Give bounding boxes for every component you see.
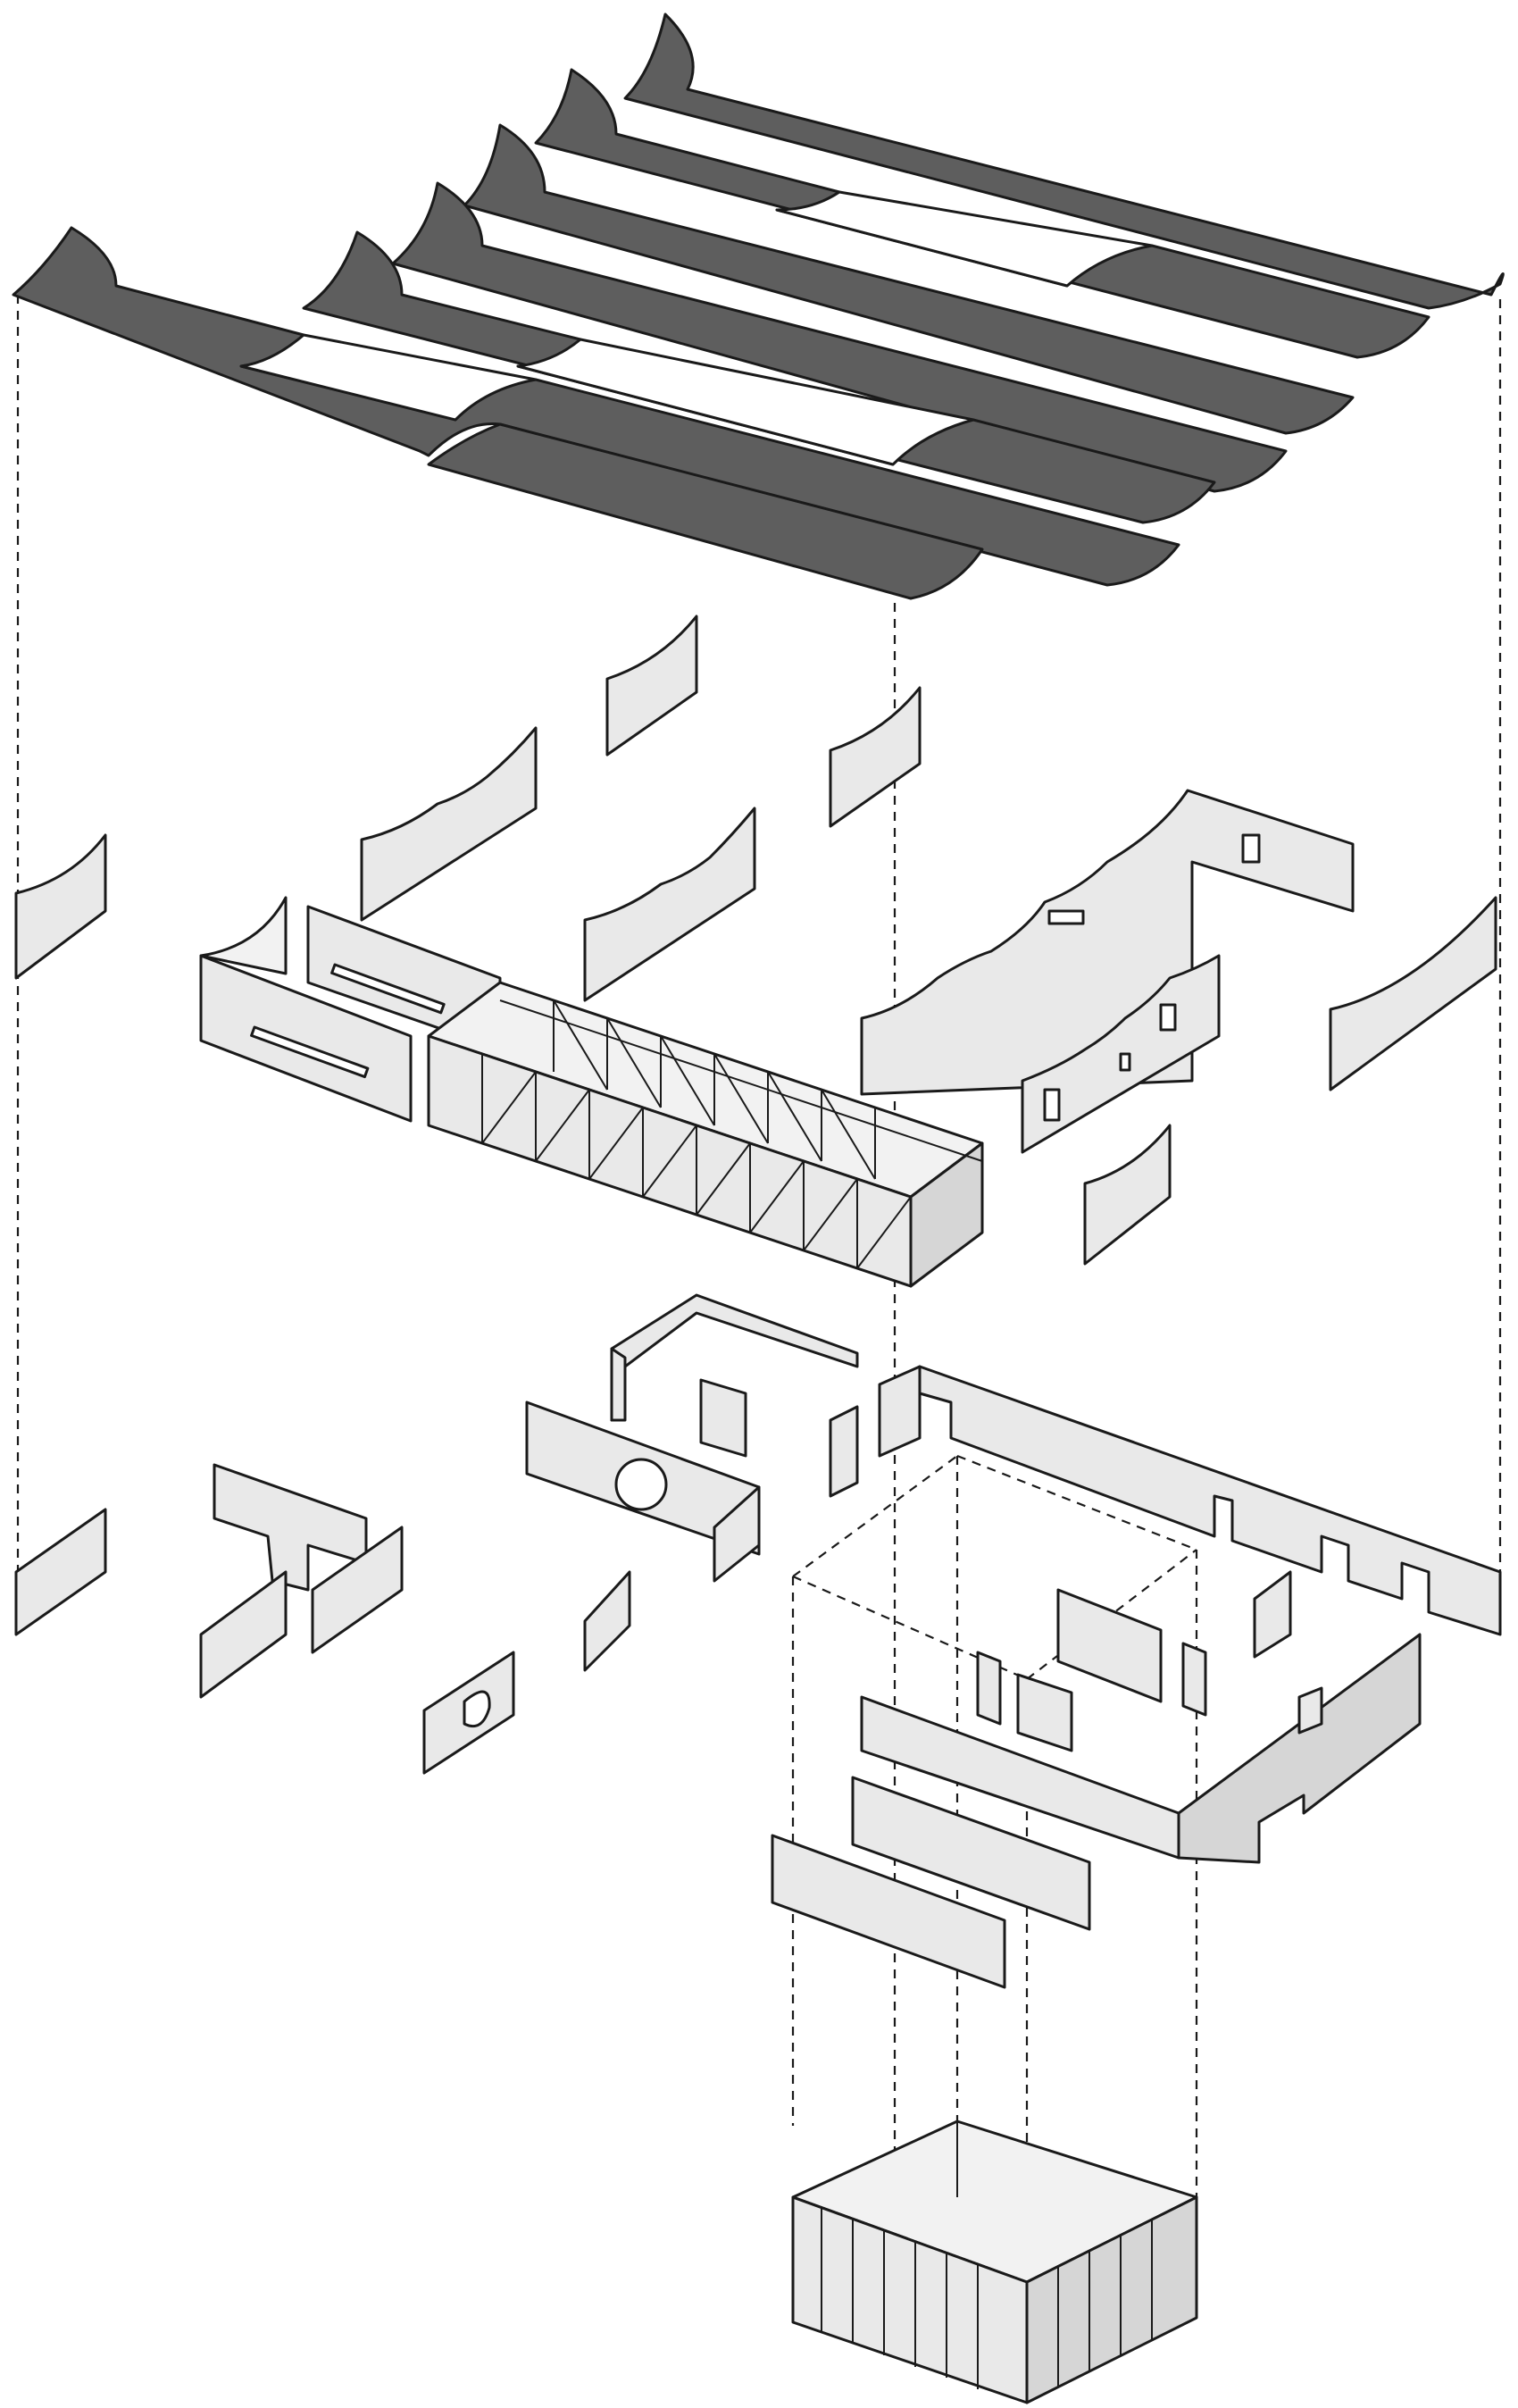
wall-vault-right xyxy=(1329,896,1497,1091)
wall-vault-small-3 xyxy=(1083,1124,1172,1266)
wall-l-shape xyxy=(213,1463,368,1592)
roof-vaults xyxy=(12,13,1505,600)
upper-walls xyxy=(14,615,1497,1266)
roof-vault-3 xyxy=(463,123,1355,435)
projection-guides xyxy=(16,295,1502,2313)
panel-small-2 xyxy=(1253,1570,1292,1659)
panel-floor-inner-1 xyxy=(1056,1588,1163,1703)
roof-vault-1 xyxy=(623,13,1505,310)
wall-double-vault-2 xyxy=(583,807,756,1002)
panel-left-low xyxy=(14,1508,107,1636)
wall-vault-left xyxy=(14,833,107,980)
roof-vault-5 xyxy=(302,230,1216,524)
roof-vault-2 xyxy=(534,68,1430,359)
panel-floor-long-1 xyxy=(851,1776,1091,1931)
wall-lower-long xyxy=(918,1365,1502,1636)
lower-walls xyxy=(14,1293,1502,1775)
wall-vault-small-2 xyxy=(829,686,922,828)
panel-small-1 xyxy=(583,1570,631,1672)
panel-floor-long-2 xyxy=(771,1834,1006,1989)
panel-square xyxy=(699,1378,747,1458)
base-box xyxy=(791,2120,1198,2404)
roof-vault-6 xyxy=(12,226,1180,587)
wall-triple-vault xyxy=(860,789,1355,1096)
truss-bridge xyxy=(199,896,984,1288)
wall-vault-small-1 xyxy=(605,615,698,757)
roof-vault-7 xyxy=(427,422,984,600)
wall-double-vault-1 xyxy=(360,726,538,922)
floor-frame xyxy=(771,1588,1422,1989)
roof-vault-4 xyxy=(391,181,1288,493)
